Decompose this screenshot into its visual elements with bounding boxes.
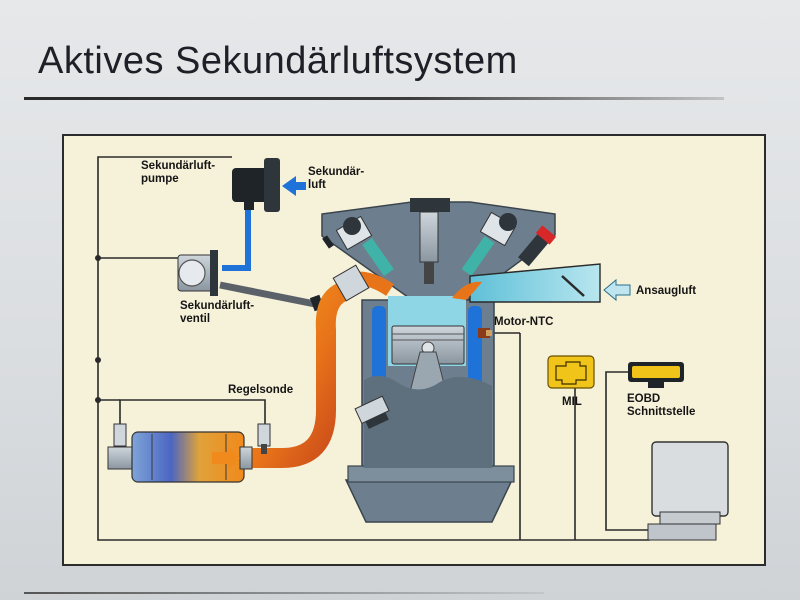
title-underline xyxy=(24,97,724,100)
label-secondary-air-pump: Sekundärluft- pumpe xyxy=(141,160,216,185)
exhaust-pipe xyxy=(240,282,352,468)
mil-lamp-icon xyxy=(547,355,595,389)
eobd-connector-icon xyxy=(628,362,684,388)
junction-dot xyxy=(95,255,101,261)
valve-train xyxy=(322,198,517,284)
intake-arrow-icon xyxy=(603,278,631,302)
fuel-injector xyxy=(518,225,557,267)
throttle-flap xyxy=(561,275,585,297)
junction-dot xyxy=(95,357,101,363)
label-mil: MIL xyxy=(562,396,582,408)
label-secondary-air: Sekundär- luft xyxy=(308,166,365,191)
secondary-air-valve xyxy=(177,250,218,296)
junction-dot xyxy=(95,397,101,403)
secondary-air-pipe xyxy=(222,205,251,271)
knock-sensor xyxy=(354,395,390,429)
secondary-air-pump xyxy=(232,158,280,212)
label-secondary-air-valve: Sekundärluft- ventil xyxy=(180,300,255,325)
lambda-sensor-downstream xyxy=(113,423,127,447)
lambda-sensor-upstream xyxy=(257,423,271,454)
valve-to-head-hose xyxy=(219,281,321,309)
wiring xyxy=(97,156,650,541)
slide-title: Aktives Sekundärluftsystem xyxy=(38,40,518,82)
ecu-unit xyxy=(647,441,729,541)
label-regelsonde: Regelsonde xyxy=(228,384,294,396)
label-intake-air: Ansaugluft xyxy=(636,285,697,297)
label-eobd-interface: EOBD Schnittstelle xyxy=(627,393,696,418)
catalytic-converter xyxy=(107,431,253,483)
motor-ntc-sensor xyxy=(478,328,492,338)
secondary-air-arrow-icon xyxy=(282,176,306,196)
label-motor-ntc: Motor-NTC xyxy=(494,316,554,328)
bottom-rule xyxy=(24,592,544,594)
intake-flame xyxy=(452,281,482,300)
